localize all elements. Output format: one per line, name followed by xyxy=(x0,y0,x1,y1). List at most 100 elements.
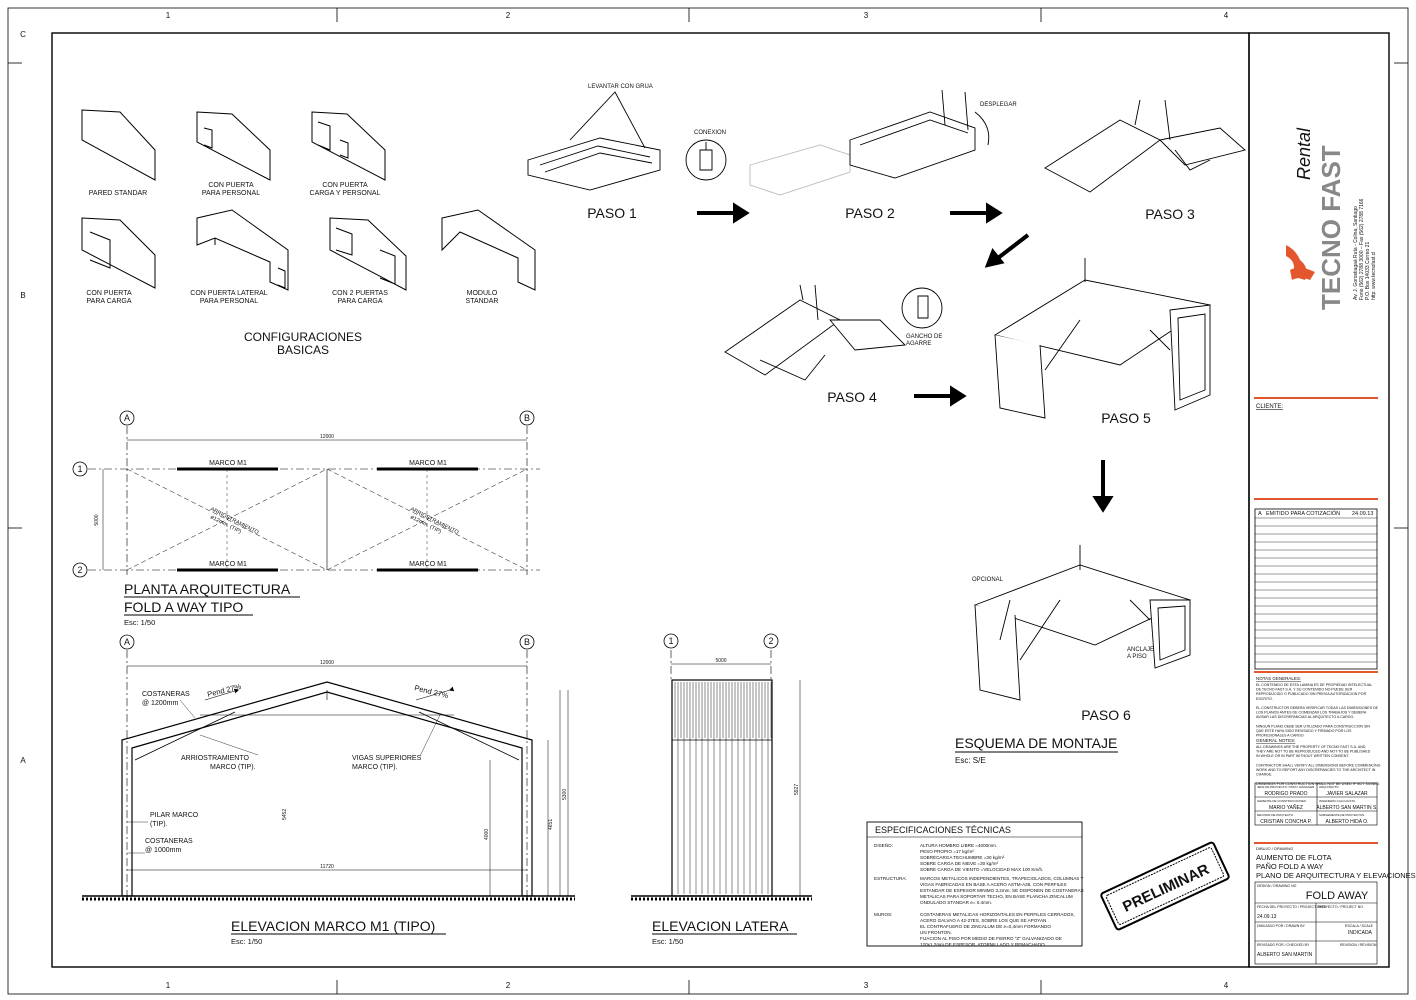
step-label: PASO 4 xyxy=(827,389,877,405)
dibujo-label: DIBUJO / DRAWING xyxy=(1256,846,1293,851)
elev-label: ARRIOSTRAMIENTO xyxy=(181,755,249,762)
planta-title: FOLD A WAY TIPO xyxy=(124,599,243,615)
role-label: INGENIERO CALCULISTA xyxy=(1319,799,1355,803)
pend-label: Pend 27% xyxy=(414,683,450,700)
grid-label: 1 xyxy=(77,464,82,474)
planta-drawing xyxy=(88,426,540,575)
elevacion-scale: Esc: 1/50 xyxy=(231,937,262,946)
fecha-label: FECHA DEL PROYECTO / PROJECT DATE xyxy=(1257,905,1327,909)
drawing-line: AUMENTO DE FLOTA xyxy=(1256,853,1332,862)
marco-label: MARCO M1 xyxy=(409,460,447,467)
brand-sub: Rental xyxy=(1294,127,1314,180)
notas-title: NOTAS GENERALES: xyxy=(1256,676,1301,681)
role-label: JEFE DE PROYECTO / PROJ. MANAGER xyxy=(1257,785,1315,789)
role-label: ARQUITECTO xyxy=(1319,785,1339,789)
specs-box xyxy=(866,821,1083,947)
planta-scale: Esc: 1/50 xyxy=(124,618,155,627)
address-line: http: www.tecnofast.cl xyxy=(1371,252,1377,300)
row-marker: A xyxy=(20,756,26,765)
row-marker: C xyxy=(20,30,26,39)
config-label: CON PUERTA xyxy=(208,182,254,189)
step-label: PASO 5 xyxy=(1101,410,1151,426)
montaje-title: ESQUEMA DE MONTAJE xyxy=(955,735,1117,751)
config-label: CON PUERTA xyxy=(86,290,132,297)
specs-line: PESO PROPIO =17 kg/m² xyxy=(920,849,974,854)
note-line: WORK AND TO REPORT ANY DISCREPANCIES TO … xyxy=(1256,768,1376,772)
config-label: CON PUERTA LATERAL xyxy=(190,290,268,297)
address-line: Fono (562) 2788 3000 – Fax (562) 2788 71… xyxy=(1359,198,1365,300)
specs-line: SOBRE CARGA DE VIENTO =VELOCIDAD MAX 100… xyxy=(920,867,1043,872)
note: ANCLAJE xyxy=(1127,647,1154,653)
row-marker: B xyxy=(20,291,25,300)
col-marker: 3 xyxy=(864,981,869,990)
config-label: PARA CARGA xyxy=(338,298,383,305)
planta-title: PLANTA ARQUITECTURA xyxy=(124,581,291,597)
specs-line: EL CONTRAFUERO DE ZINCALUM DE e=0,4mm FO… xyxy=(920,924,1051,929)
specs-line: ONDULADO STANDAR e= 0.4mm. xyxy=(920,900,992,905)
note-line: LOS PLANOS ANTES DE COMENZAR LOS TRABAJO… xyxy=(1256,711,1367,715)
dimension: 4651 xyxy=(548,819,554,830)
elev-label: @ 1200mm xyxy=(142,700,178,707)
note: AGARRE xyxy=(906,341,931,347)
col-marker: 4 xyxy=(1224,11,1229,20)
note-line: ALL DRAWINGS ARE THE PROPERTY OF TECNO F… xyxy=(1256,745,1366,749)
marco-label: MARCO M1 xyxy=(209,561,247,568)
design-name: FOLD AWAY xyxy=(1306,890,1369,902)
note-line: IN WHOLE OR IN PART WITHOUT WRITTEN CONS… xyxy=(1256,754,1349,758)
config-title: BASICAS xyxy=(277,343,329,357)
note-line: REPRODUCIDO O PUBLICADO SIN PREVIA AUTOR… xyxy=(1256,692,1367,696)
revisado-label: REVISADO POR / CHECKED BY xyxy=(1257,943,1310,947)
pend-label: Pend 27% xyxy=(206,682,242,699)
specs-line: FIJACION AL PISO POR MEDIO DE FIERRO "Z"… xyxy=(920,936,1062,941)
role-label: REVISOR DE PROYECTO xyxy=(1257,813,1294,817)
note-line: CHARGE. xyxy=(1256,773,1272,777)
elev-label: MARCO (TIP). xyxy=(352,764,398,771)
specs-line: VIGAS FABRICADAS EN BASE A ACERO ASTM-A3… xyxy=(920,882,1067,887)
specs-title: ESPECIFICACIONES TÉCNICAS xyxy=(875,825,1011,835)
revision-mark: A xyxy=(1258,511,1262,517)
config-sketches xyxy=(81,109,536,291)
specs-line: UN FRONTON. xyxy=(920,930,952,935)
elev-label: (TIP). xyxy=(150,821,168,828)
fecha-value: 24.09.13 xyxy=(1257,914,1277,920)
grid-label: 1 xyxy=(668,636,673,646)
revision-date: 24.09.13 xyxy=(1352,511,1373,517)
step-label: PASO 6 xyxy=(1081,707,1131,723)
elevacion-drawing xyxy=(82,650,575,901)
config-label: PARA PERSONAL xyxy=(202,190,260,197)
specs-line: METALICAS PARA SOPORTAR TECHO, EN BASE P… xyxy=(920,894,1073,899)
grid-label: 2 xyxy=(77,565,82,575)
config-label: PARA PERSONAL xyxy=(200,298,258,305)
address-line: P.O. Box 14033 Correo 21 xyxy=(1365,242,1371,300)
note-line: QUE ESTE HAYA SIDO REVISADO Y FIRMADO PO… xyxy=(1256,729,1352,733)
proyecto-label: PROYECTO / PROJECT NO xyxy=(1318,905,1363,909)
elev-label: MARCO (TIP). xyxy=(210,764,256,771)
dimension: 5300 xyxy=(562,789,568,800)
specs-label: MUROS: xyxy=(874,912,892,917)
elev-label: @ 1000mm xyxy=(145,847,181,854)
dimension: 5000 xyxy=(715,658,726,664)
person-name: ALBERTO SAN MARTIN S. xyxy=(1316,805,1377,811)
revisado-value: ALBERTO SAN MARTIN xyxy=(1257,952,1313,958)
escala-value: INDICADA xyxy=(1348,930,1373,936)
lateral-title: ELEVACION LATERA xyxy=(652,918,789,934)
elevacion-title: ELEVACION MARCO M1 (TIPO) xyxy=(231,918,435,934)
revision-label: REVISION / REVISION xyxy=(1340,943,1377,947)
specs-line: 120x1,2mm DE ESPESOR, ATORNILLADO Y REMA… xyxy=(920,942,1046,947)
note-line: THEY ARE NOT TO BE REPRODUCED AND NOT TO… xyxy=(1256,750,1371,754)
montaje-scale: Esc: S/E xyxy=(955,756,986,765)
note: GANCHO DE xyxy=(906,334,942,340)
revision-desc: EMITIDO PARA COTIZACIÓN xyxy=(1266,510,1340,517)
col-marker: 3 xyxy=(864,11,869,20)
grid-label: A xyxy=(124,637,130,647)
note-line: ESCRITO. xyxy=(1256,697,1273,701)
marco-label: MARCO M1 xyxy=(209,460,247,467)
config-label: STANDAR xyxy=(466,298,499,305)
step-label: PASO 3 xyxy=(1145,206,1195,222)
drawing-line: PAÑO FOLD A WAY xyxy=(1256,862,1323,871)
planta-grid-bubbles xyxy=(72,410,535,578)
col-marker: 1 xyxy=(166,11,171,20)
specs-line: SOBRECARGA TECHUMBRE =30 kg/m² xyxy=(920,855,1005,860)
marco-label: MARCO M1 xyxy=(409,561,447,568)
